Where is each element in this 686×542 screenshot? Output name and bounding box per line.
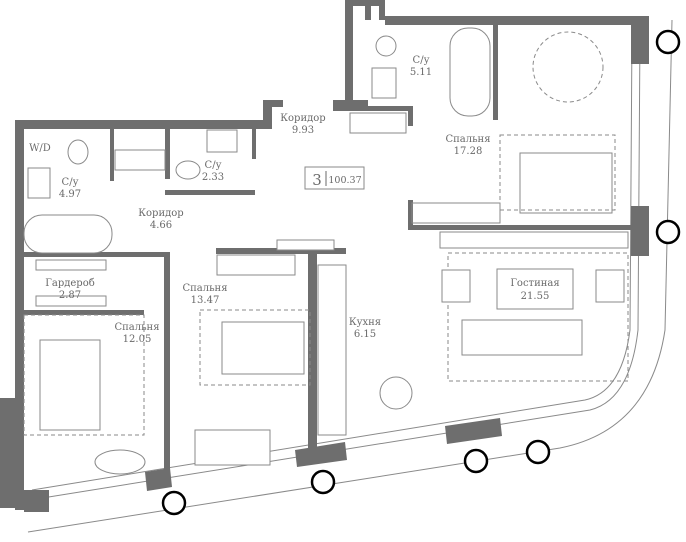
- apartment-summary-box: [304, 166, 365, 190]
- label-corridor2-area: 9.93: [292, 125, 314, 136]
- window-marker: [310, 469, 336, 495]
- wardrobe-rail: [349, 112, 407, 134]
- label-bath2-area: 2.33: [202, 172, 224, 183]
- window-marker: [525, 439, 551, 465]
- label-bath2-name: С/у: [205, 160, 222, 171]
- tv-stand: [439, 231, 629, 249]
- bed-icon: [39, 339, 101, 431]
- label-bedroom3-name: Спальня: [114, 322, 159, 333]
- window-marker: [161, 490, 187, 516]
- label-wardrobe-area: 2.87: [59, 290, 81, 301]
- label-living-area: 21.55: [521, 291, 550, 302]
- label-living-name: Гостиная: [510, 278, 559, 289]
- wardrobe-rail: [114, 149, 166, 171]
- kitchen-counter: [317, 264, 347, 436]
- wardrobe-rail: [35, 295, 107, 307]
- toilet-icon: [175, 160, 201, 180]
- sofa-icon: [461, 319, 583, 356]
- balcony-inner-line: [29, 29, 641, 501]
- rooms-count: 3: [312, 171, 322, 189]
- label-bedroom3-area: 12.05: [123, 334, 152, 345]
- label-wardrobe-name: Гардероб: [45, 278, 95, 289]
- bathtub-icon: [23, 214, 113, 254]
- wardrobe-rail: [411, 202, 501, 224]
- balcony-outline: [27, 19, 673, 533]
- room-labels: W/D С/у 4.97 Коридор 4.66 С/у 2.33 Корид…: [29, 55, 574, 345]
- sink-icon: [371, 67, 397, 99]
- sink-icon: [206, 129, 238, 153]
- armchair-icon: [441, 269, 471, 303]
- label-corridor1-name: Коридор: [138, 208, 183, 219]
- label-bath1-name: С/у: [62, 177, 79, 188]
- bathtub-icon: [449, 27, 491, 117]
- window-marker: [655, 29, 681, 55]
- dining-table-icon: [379, 376, 413, 410]
- label-bath1-area: 4.97: [59, 189, 81, 200]
- label-bedroom2-name: Спальня: [182, 283, 227, 294]
- toilet-icon: [375, 35, 397, 57]
- bed-icon: [221, 321, 305, 375]
- label-bedroom1-name: Спальня: [445, 134, 490, 145]
- living-label-box: [496, 268, 574, 310]
- console: [276, 239, 335, 251]
- toilet-icon: [67, 139, 89, 165]
- total-area: 100.37: [328, 175, 361, 186]
- window-marker: [463, 448, 489, 474]
- label-kitchen-area: 6.15: [354, 329, 376, 340]
- armchair-icon: [595, 269, 625, 303]
- walls: [0, 0, 649, 512]
- label-bedroom2-area: 13.47: [191, 295, 220, 306]
- label-corridor2-name: Коридор: [280, 113, 325, 124]
- label-bath3-area: 5.11: [410, 67, 432, 78]
- window-markers: [161, 29, 681, 516]
- balcony-glass-line: [31, 29, 633, 491]
- label-bedroom1-area: 17.28: [454, 146, 483, 157]
- wardrobe-rail: [35, 259, 107, 271]
- desk-icon: [194, 429, 271, 466]
- label-kitchen-name: Кухня: [349, 317, 381, 328]
- sink-icon: [27, 167, 51, 199]
- label-bath3-name: С/у: [413, 55, 430, 66]
- window-marker: [655, 219, 681, 245]
- bed-icon: [519, 152, 613, 214]
- wardrobe-rail: [216, 254, 296, 276]
- label-corridor1-area: 4.66: [150, 220, 172, 231]
- label-wd: W/D: [29, 143, 51, 154]
- vanity-icon: [94, 449, 146, 475]
- furniture: [23, 27, 629, 475]
